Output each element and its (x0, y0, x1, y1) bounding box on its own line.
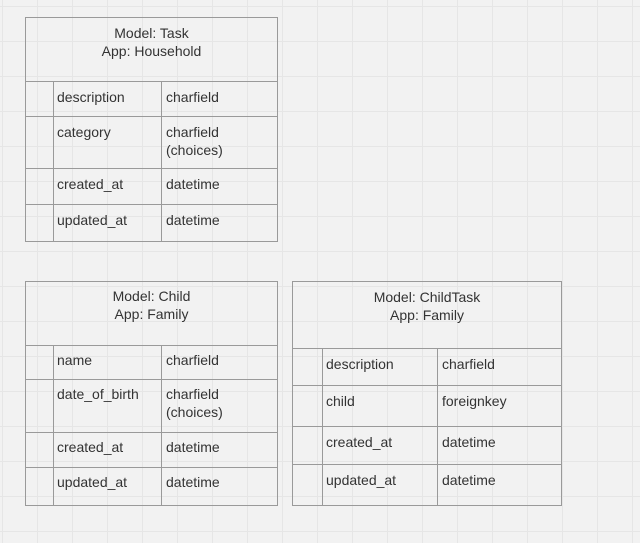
field-type: charfield (442, 356, 495, 372)
key-cell (293, 386, 323, 426)
field-name: created_at (322, 427, 438, 464)
model-header: Model: Task App: Household (26, 24, 277, 60)
model-app: App: Family (114, 306, 189, 322)
field-name: description (322, 349, 438, 385)
model-table-child[interactable]: Model: Child App: Family name charfield … (25, 281, 278, 506)
key-cell (293, 349, 323, 385)
model-table-childtask[interactable]: Model: ChildTask App: Family description… (292, 281, 562, 506)
field-name: created_at (53, 169, 162, 204)
field-row-description[interactable]: description charfield (26, 81, 277, 116)
key-cell (26, 433, 54, 467)
field-row-created-at[interactable]: created_at datetime (26, 432, 277, 467)
key-cell (293, 465, 323, 505)
field-row-category[interactable]: category charfield (choices) (26, 116, 277, 168)
field-row-date-of-birth[interactable]: date_of_birth charfield (choices) (26, 379, 277, 432)
field-type: datetime (166, 176, 220, 192)
model-header: Model: ChildTask App: Family (293, 288, 561, 324)
model-title: Model: ChildTask (373, 289, 481, 305)
model-header: Model: Child App: Family (26, 287, 277, 323)
key-cell (26, 169, 54, 204)
model-title: Model: Child (112, 288, 191, 304)
field-row-created-at[interactable]: created_at datetime (26, 168, 277, 204)
key-cell (26, 380, 54, 432)
key-cell (26, 82, 54, 116)
key-cell (293, 427, 323, 464)
field-row-updated-at[interactable]: updated_at datetime (26, 204, 277, 241)
field-type: datetime (442, 472, 496, 488)
field-name: name (53, 346, 162, 379)
field-row-description[interactable]: description charfield (293, 348, 561, 385)
field-type: datetime (442, 434, 496, 450)
field-row-child[interactable]: child foreignkey (293, 385, 561, 426)
field-type: charfield (166, 352, 219, 368)
field-name: created_at (53, 433, 162, 467)
field-type: charfield (choices) (166, 386, 223, 420)
field-row-updated-at[interactable]: updated_at datetime (26, 467, 277, 505)
field-row-name[interactable]: name charfield (26, 345, 277, 379)
field-type: datetime (166, 474, 220, 490)
field-type: datetime (166, 439, 220, 455)
key-cell (26, 117, 54, 168)
field-row-created-at[interactable]: created_at datetime (293, 426, 561, 464)
field-name: child (322, 386, 438, 426)
field-type: datetime (166, 212, 220, 228)
model-app: App: Family (390, 307, 464, 323)
field-name: date_of_birth (53, 380, 162, 432)
field-name: updated_at (53, 205, 162, 241)
field-name: updated_at (322, 465, 438, 505)
key-cell (26, 468, 54, 505)
field-type: charfield (choices) (166, 124, 223, 158)
field-name: category (53, 117, 162, 168)
field-name: description (53, 82, 162, 116)
model-title: Model: Task (114, 25, 189, 41)
field-type: foreignkey (442, 393, 507, 409)
key-cell (26, 205, 54, 241)
field-row-updated-at[interactable]: updated_at datetime (293, 464, 561, 505)
model-table-task[interactable]: Model: Task App: Household description c… (25, 17, 278, 242)
key-cell (26, 346, 54, 379)
field-name: updated_at (53, 468, 162, 505)
field-type: charfield (166, 89, 219, 105)
model-app: App: Household (101, 43, 202, 59)
